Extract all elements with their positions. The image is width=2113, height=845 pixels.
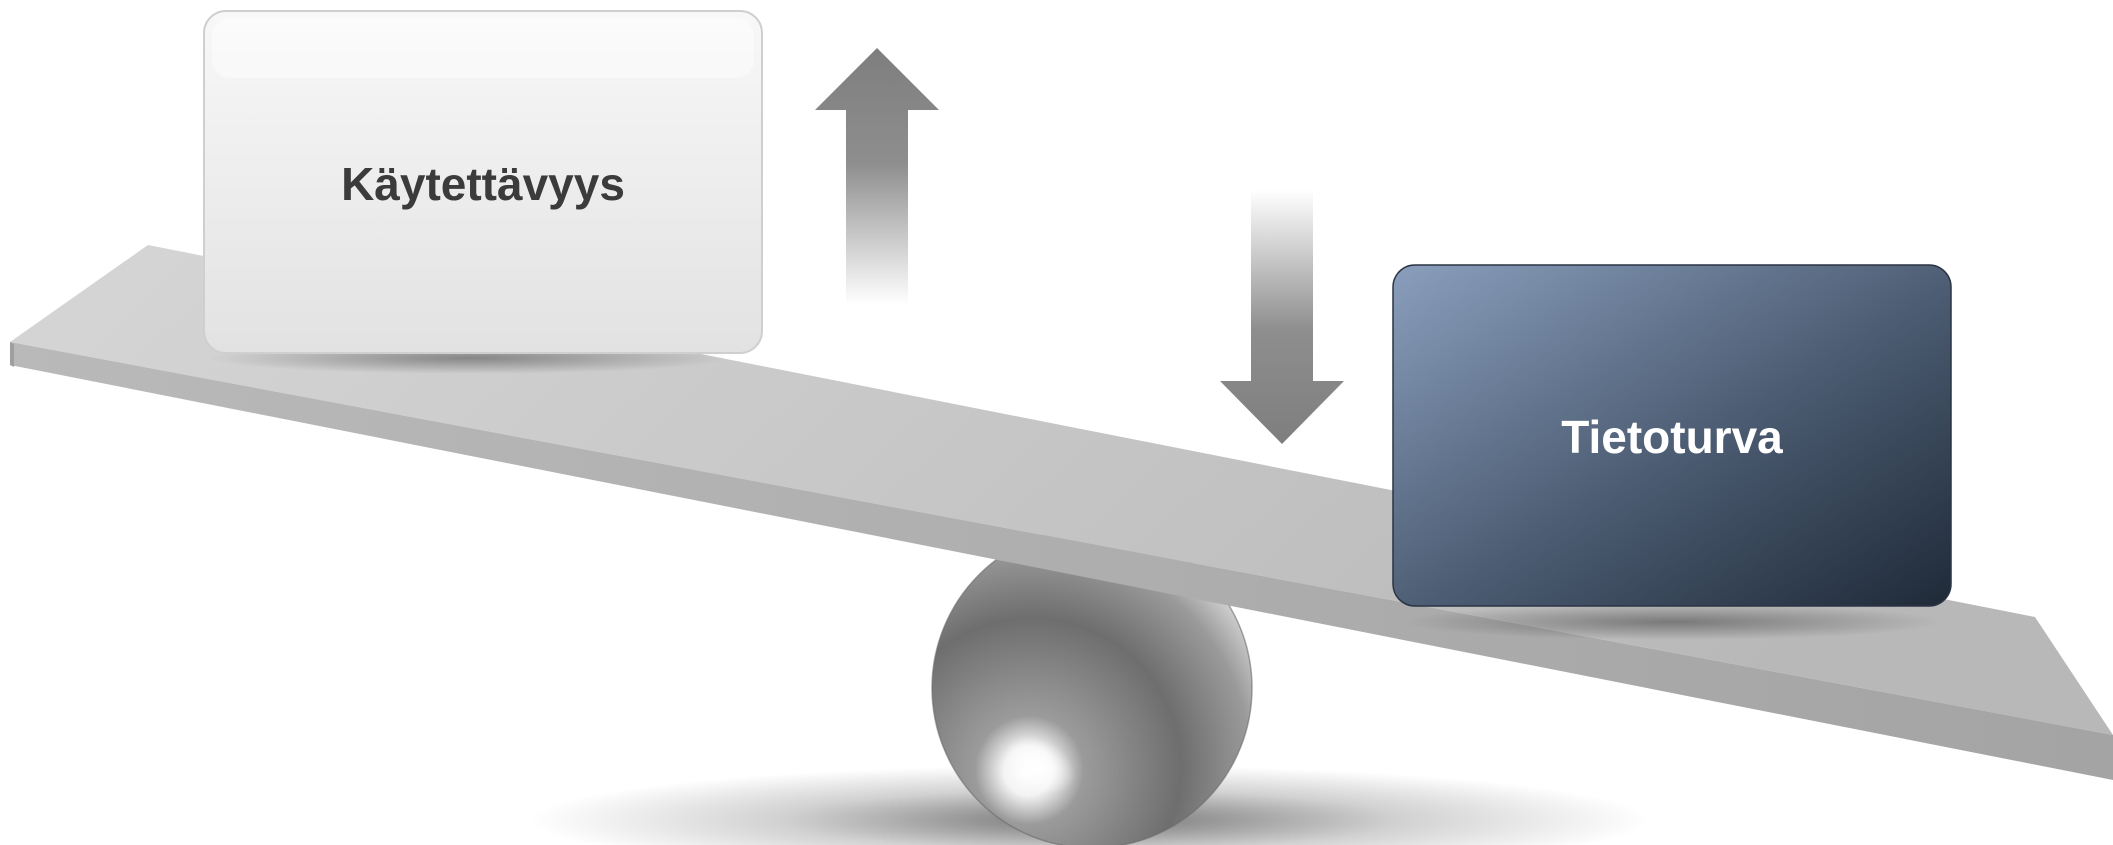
- arrow-up-icon: [815, 48, 939, 305]
- right-box-shadow: [1402, 604, 1942, 640]
- usability-box: Käytettävyys: [204, 11, 762, 353]
- arrow-down-icon: [1220, 190, 1344, 444]
- usability-label: Käytettävyys: [341, 158, 625, 210]
- plank-left-edge: [10, 342, 14, 367]
- security-box: Tietoturva: [1393, 265, 1951, 606]
- security-label: Tietoturva: [1561, 411, 1783, 463]
